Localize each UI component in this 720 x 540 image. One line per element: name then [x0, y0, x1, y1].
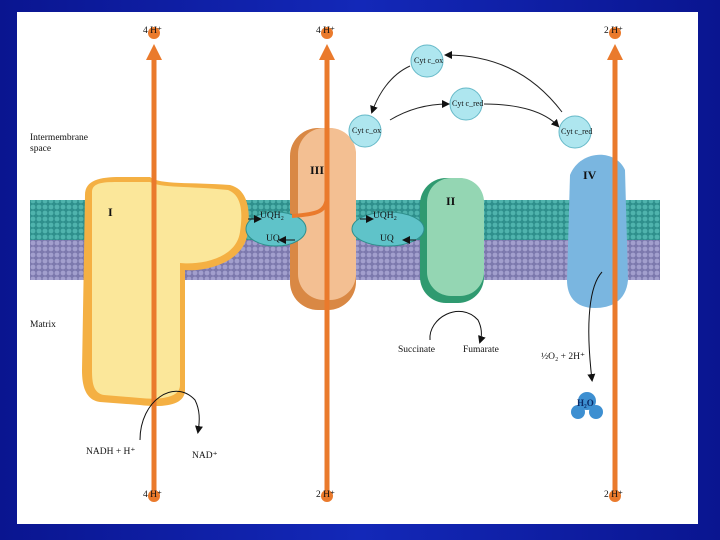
complex-ii — [420, 178, 484, 303]
proton-arrowhead-iii — [319, 44, 335, 60]
cyt-c-top-label: Cyt c_ox — [414, 56, 444, 65]
cyt-c-right-shape — [558, 115, 592, 149]
complex-iv — [567, 154, 628, 308]
matrix-label: Matrix — [30, 320, 56, 330]
cyt-c-top-shape — [410, 44, 444, 78]
uqh2-right-label: UQH₂ — [373, 211, 397, 221]
fumarate-label: Fumarate — [463, 345, 499, 355]
uq-right-label: UQ — [380, 234, 394, 244]
proton-badge-bottom-iv — [609, 490, 621, 502]
proton-label-top-iv: 2 H⁺ — [604, 26, 623, 36]
proton-badge-top-i — [148, 27, 160, 39]
proton-arrowhead-iv — [607, 44, 623, 60]
water-label: H₂O — [577, 398, 594, 408]
nad-label: NAD⁺ — [192, 451, 218, 461]
water-molecule — [571, 392, 603, 419]
intermembrane-space-label: Intermembrane space — [30, 133, 89, 154]
uq-arrows — [248, 215, 416, 244]
cytochrome-c-pool — [348, 44, 592, 149]
proton-badge-top-iii — [321, 27, 333, 39]
succinate-label: Succinate — [398, 345, 435, 355]
cyt-c-right-label: Cyt c_red — [561, 127, 593, 136]
complex-ii-label: II — [446, 194, 456, 208]
nadh-label: NADH + H⁺ — [86, 447, 136, 457]
proton-label-top-iii: 4 H⁺ — [316, 26, 335, 36]
proton-badge-bottom-iii — [321, 490, 333, 502]
complex-i-label: I — [108, 205, 113, 219]
proton-badge-top-iv — [609, 27, 621, 39]
proton-label-bottom-iii: 2 H⁺ — [316, 490, 335, 500]
proton-label-bottom-i: 4 H⁺ — [143, 490, 162, 500]
complex-iv-label: IV — [583, 168, 597, 182]
proton-badge-bottom-i — [148, 490, 160, 502]
cyt-c-left-shape — [348, 114, 382, 148]
cyt-c-mid-shape — [449, 87, 483, 121]
complex-i — [82, 177, 249, 407]
proton-label-top-i: 4 H⁺ — [143, 26, 162, 36]
uq-left-label: UQ — [266, 234, 280, 244]
proton-pumps — [146, 44, 623, 492]
proton-branch-arrow — [291, 197, 329, 218]
cytochrome-cycle-arrows — [370, 51, 563, 128]
cyt-c-left-label: Cyt c_ox — [352, 126, 382, 135]
complex-iii-label: III — [310, 163, 325, 177]
proton-badges — [148, 27, 621, 502]
cyt-c-mid-label: Cyt c_red — [452, 99, 484, 108]
proton-label-bottom-iv: 2 H⁺ — [604, 490, 623, 500]
uqh2-left-label: UQH₂ — [260, 211, 284, 221]
substrate-arrows — [139, 271, 603, 441]
oxygen-label: ½O₂ + 2H⁺ — [541, 352, 586, 362]
proton-arrowhead-i — [146, 44, 162, 60]
